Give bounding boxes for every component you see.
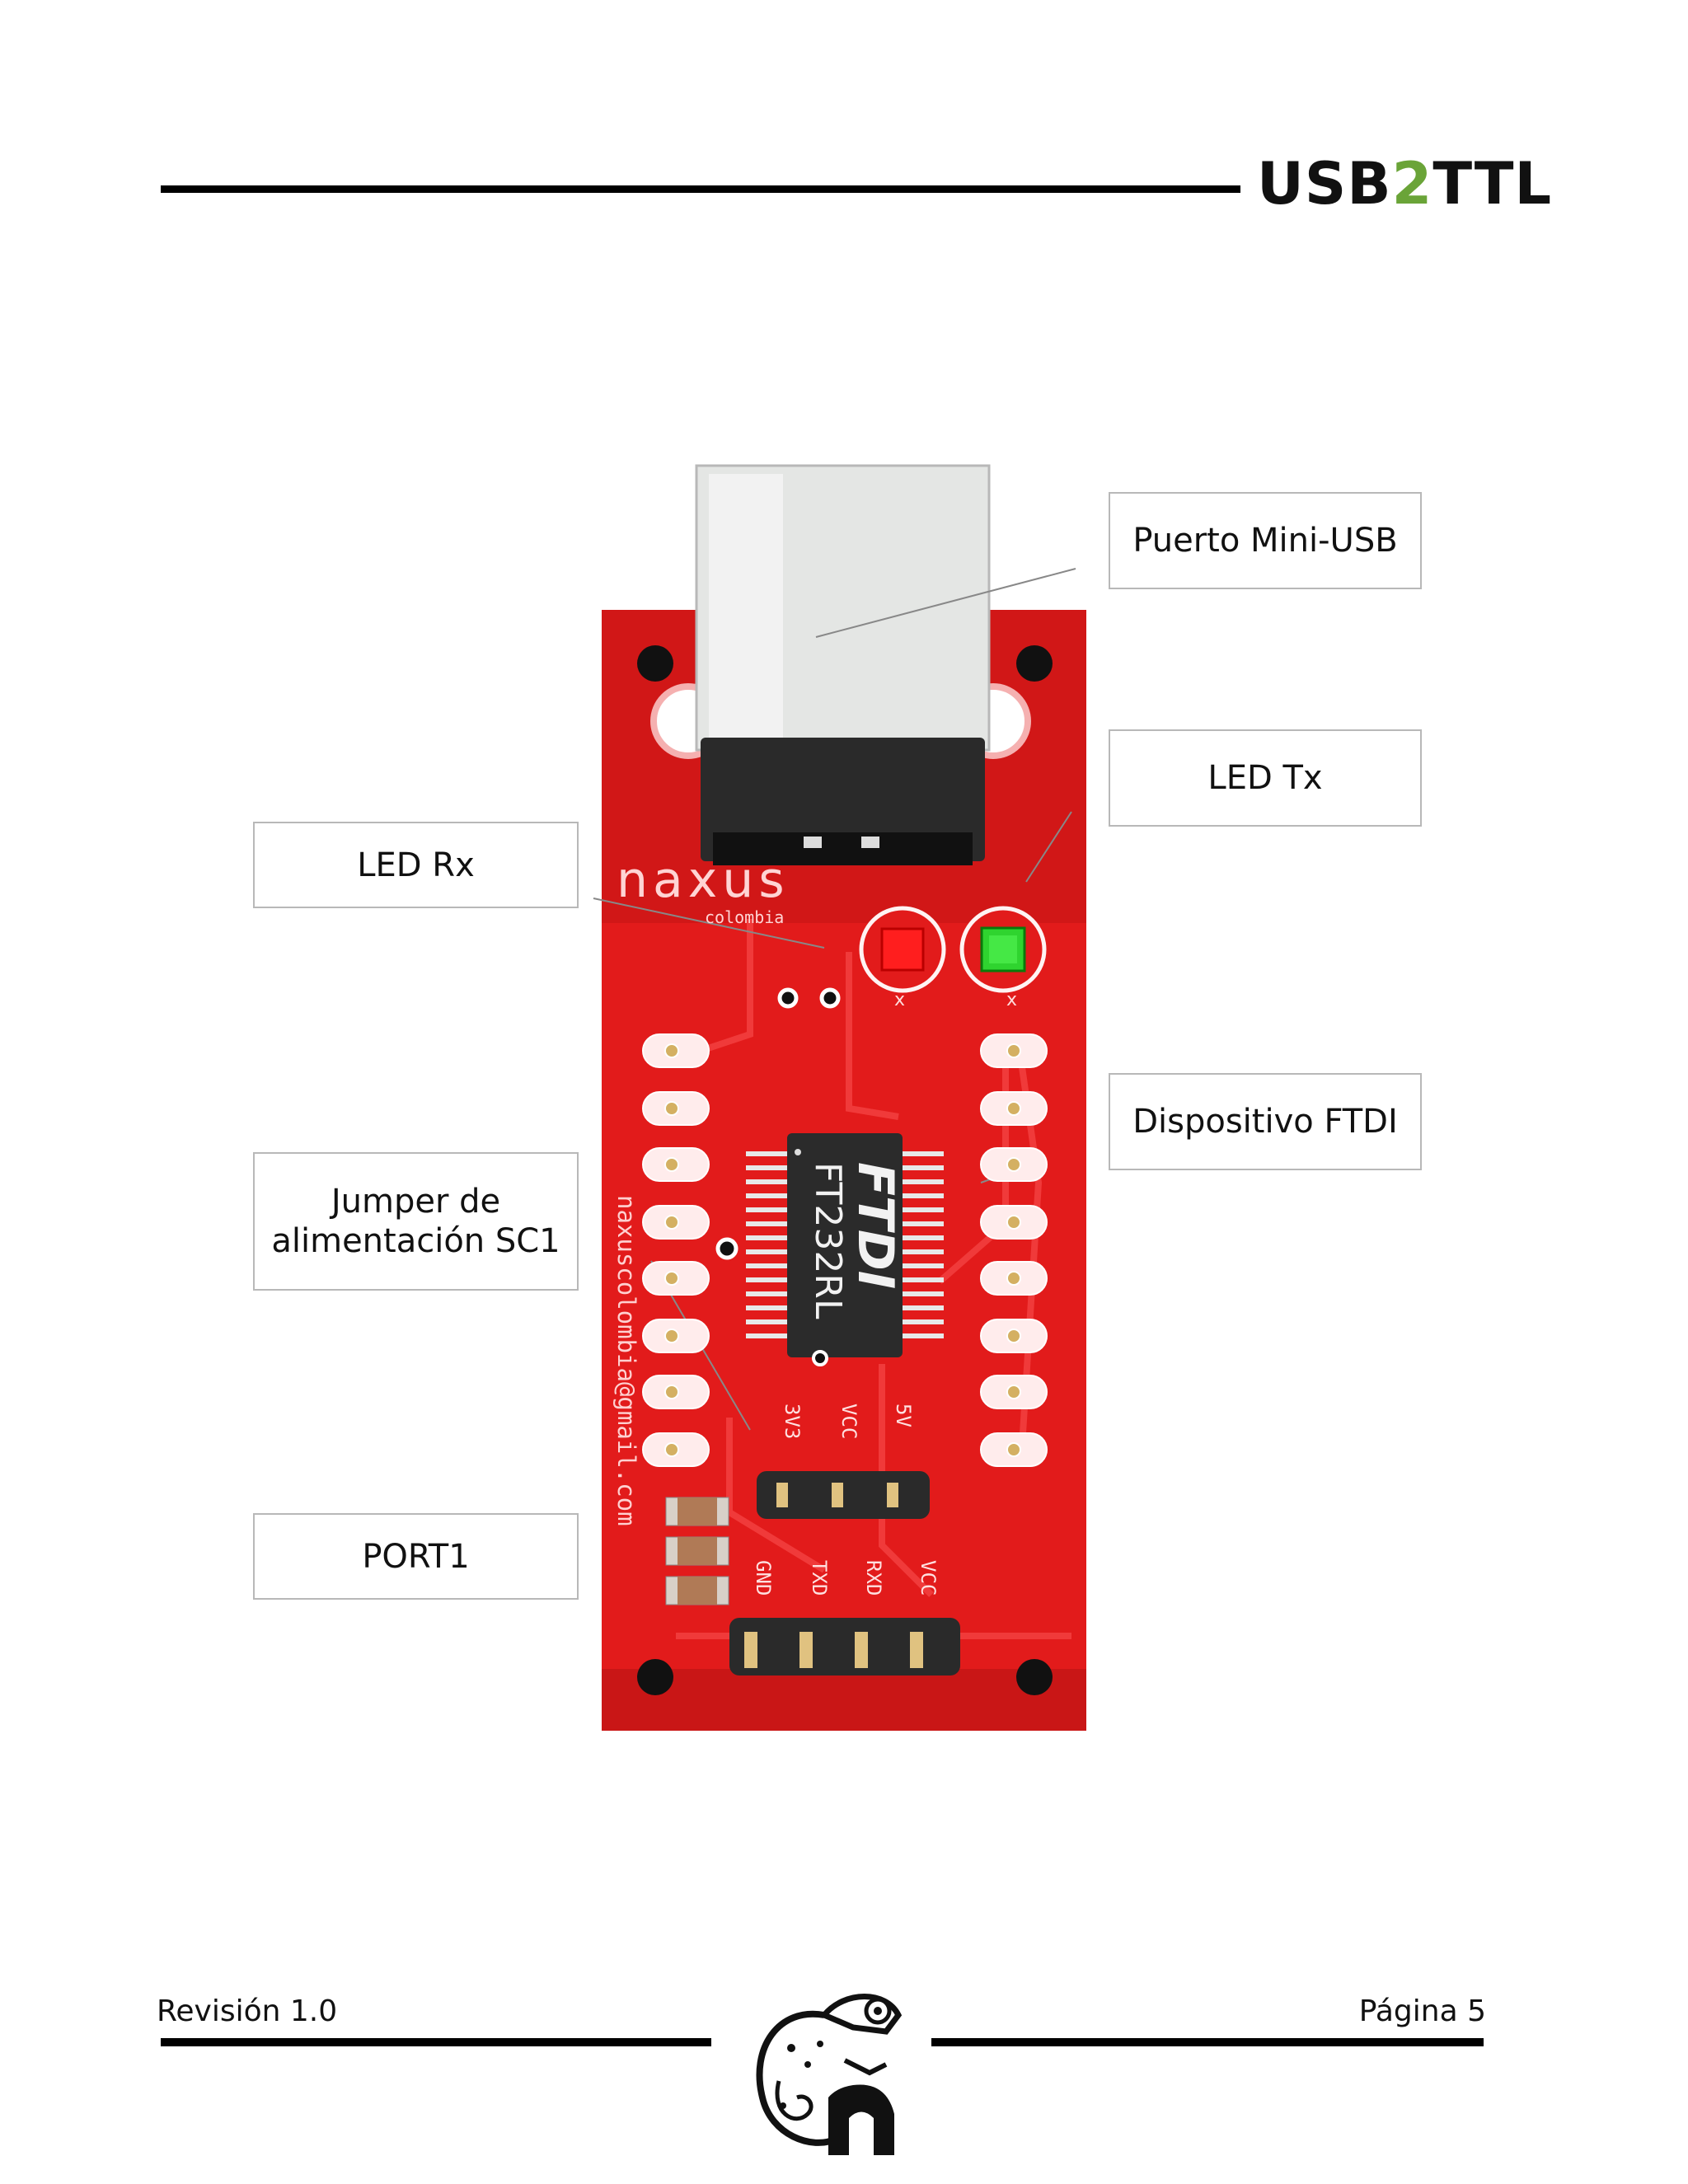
led-rx-label: x: [894, 990, 905, 1010]
title-part-1: USB: [1257, 150, 1392, 218]
callout-led-tx: LED Tx: [1109, 729, 1422, 827]
chameleon-logo-icon: [746, 1982, 911, 2159]
port1-header: [729, 1618, 960, 1675]
led-tx: [959, 906, 1047, 993]
callout-usb-port: Puerto Mini-USB: [1109, 492, 1422, 589]
smd-capacitors: [665, 1497, 729, 1605]
footer-page-number: Página 5: [1358, 1994, 1486, 2028]
callout-led-rx: LED Rx: [253, 822, 579, 908]
board-brand: naxus: [617, 851, 790, 909]
callout-ftdi-device: Dispositivo FTDI: [1109, 1073, 1422, 1170]
board-brand-sub: colombia: [705, 907, 784, 927]
document-title: USB2TTL: [1257, 155, 1552, 213]
footer-rule-right: [931, 2038, 1484, 2046]
pcb-illustration: naxus colombia x x: [577, 457, 1121, 1739]
right-pin-pads: [980, 1033, 1048, 1467]
led-rx: [859, 906, 946, 993]
callout-port1: PORT1: [253, 1513, 579, 1600]
port-label-rxd: RXD: [862, 1560, 885, 1596]
title-accent: 2: [1391, 150, 1433, 218]
header-rule: [161, 185, 1240, 193]
port-label-txd: TXD: [808, 1560, 831, 1596]
footer-rule-left: [161, 2038, 711, 2046]
power-jumper-header: [757, 1471, 930, 1519]
footer-revision: Revisión 1.0: [157, 1994, 338, 2028]
chip-brand: FTDI: [846, 1162, 904, 1289]
board-email: naxuscolombia@gmail.com: [612, 1195, 640, 1526]
left-pin-pads: [642, 1033, 710, 1467]
callout-power-jumper: Jumper de alimentación SC1: [253, 1152, 579, 1291]
jumper-label-5v: 5V: [892, 1404, 915, 1427]
ftdi-chip: FTDI FT232RL: [746, 1133, 944, 1366]
title-part-2: TTL: [1432, 150, 1553, 218]
port-label-gnd: GND: [752, 1560, 775, 1596]
port-label-vcc: VCC: [917, 1560, 940, 1596]
led-tx-label: x: [1006, 990, 1017, 1010]
jumper-label-3v3: 3V3: [781, 1404, 804, 1439]
jumper-label-vcc: VCC: [837, 1404, 860, 1439]
mounting-holes: [637, 645, 1053, 1695]
usb-connector: [650, 464, 1031, 865]
chip-model: FT232RL: [807, 1162, 849, 1319]
